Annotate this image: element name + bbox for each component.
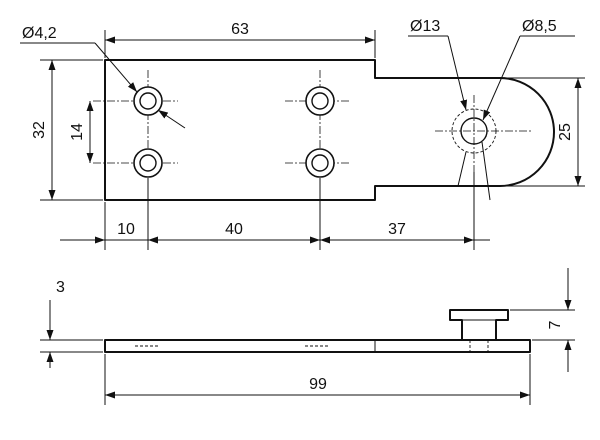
side-view <box>104 309 531 353</box>
plate-outline <box>104 59 555 201</box>
dim-hole-large: Ø13 <box>410 18 440 35</box>
dim-hole-small: Ø4,2 <box>22 25 57 42</box>
small-hole <box>305 148 335 178</box>
dim-length-body: 63 <box>231 21 249 38</box>
top-view <box>93 59 555 201</box>
dim-hole-to-pin: 37 <box>388 221 406 238</box>
dim-hole-pitch-vertical: 14 <box>69 123 86 141</box>
dim-hole-pitch-horizontal: 40 <box>225 221 243 238</box>
dim-pin-height: 7 <box>547 320 564 329</box>
dimension-lines <box>20 35 582 399</box>
dim-total-length: 99 <box>309 376 327 393</box>
extension-lines <box>40 30 585 405</box>
dim-height-body: 32 <box>31 121 48 139</box>
dim-height-tab: 25 <box>557 123 574 141</box>
small-hole <box>133 86 163 116</box>
dim-thickness: 3 <box>56 279 65 296</box>
dim-hole-bore: Ø8,5 <box>522 18 557 35</box>
pin-head <box>449 309 509 341</box>
dim-edge-to-hole: 10 <box>117 221 135 238</box>
dimension-labels: Ø4,2 63 Ø13 Ø8,5 32 14 25 10 40 37 3 7 9… <box>22 18 574 393</box>
plate-side <box>104 339 531 353</box>
small-hole <box>305 86 335 116</box>
pin-hole <box>451 108 497 154</box>
small-hole <box>133 148 163 178</box>
